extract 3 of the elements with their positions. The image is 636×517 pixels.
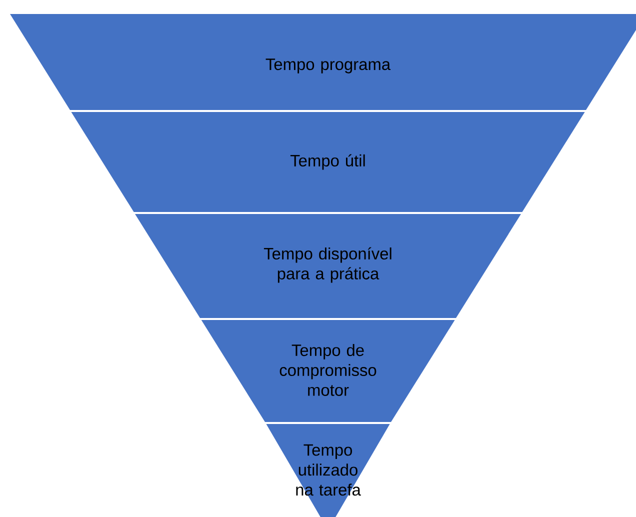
funnel-band: Tempo disponível para a prática (135, 214, 521, 318)
funnel-band: Tempo programa (10, 14, 636, 110)
funnel-band: Tempo útil (71, 112, 585, 212)
